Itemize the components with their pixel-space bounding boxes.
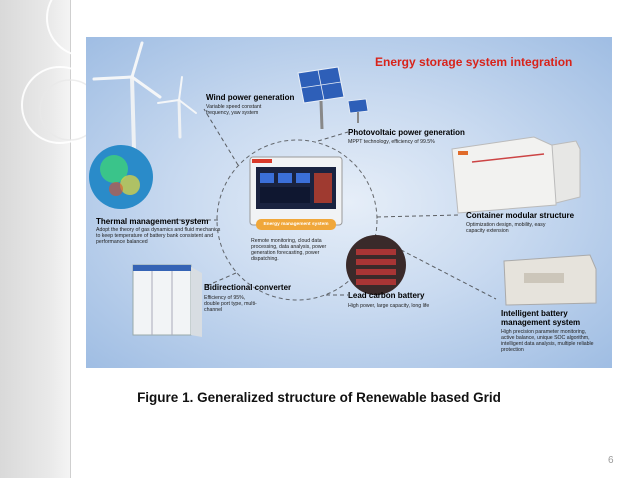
- pv-title: Photovoltaic power generation: [348, 128, 465, 137]
- wind-turbine-graphic: [92, 41, 197, 151]
- figure-title: Energy storage system integration: [375, 55, 573, 69]
- container-graphic: [451, 136, 581, 214]
- figure-caption: Figure 1. Generalized structure of Renew…: [137, 390, 501, 405]
- figure-image: Energy storage system integration Wind p…: [86, 37, 612, 368]
- center-desc: Remote monitoring, cloud data processing…: [251, 238, 327, 262]
- wind-title: Wind power generation: [206, 93, 295, 102]
- page-number: 6: [608, 455, 614, 466]
- converter-title: Bidirectional converter: [204, 283, 292, 292]
- lead-battery-graphic: [346, 235, 406, 295]
- bms-box-graphic: [503, 254, 597, 306]
- container-title: Container modular structure: [466, 211, 575, 220]
- bms-title: Intelligent battery management system: [501, 309, 581, 327]
- pv-desc: MPPT technology, efficiency of 99.5%: [348, 139, 435, 145]
- converter-desc: Efficiency of 95%, double port type, mul…: [204, 295, 257, 313]
- bms-desc: High precision parameter monitoring, act…: [501, 329, 594, 353]
- converter-cabinet-graphic: [132, 264, 202, 337]
- figure-graphics: [89, 41, 597, 337]
- lead-desc: High power, large capacity, long life: [348, 303, 430, 309]
- thermal-desc: Adopt the theory of gas dynamics and flu…: [96, 227, 221, 245]
- energy-management-label: Energy management system: [263, 222, 329, 227]
- slide-side-strip: [0, 0, 71, 478]
- thermal-map-graphic: [89, 145, 153, 209]
- solar-panel-graphic: [297, 66, 369, 130]
- lead-title: Lead carbon battery: [348, 291, 425, 300]
- thermal-title: Thermal management system: [96, 217, 209, 226]
- energy-management-graphic: [249, 156, 343, 230]
- dashed-ring: [216, 139, 378, 301]
- wind-desc: Variable speed constant frequency, yaw s…: [206, 104, 262, 116]
- container-desc: Optimization design, mobility, easy capa…: [466, 222, 546, 234]
